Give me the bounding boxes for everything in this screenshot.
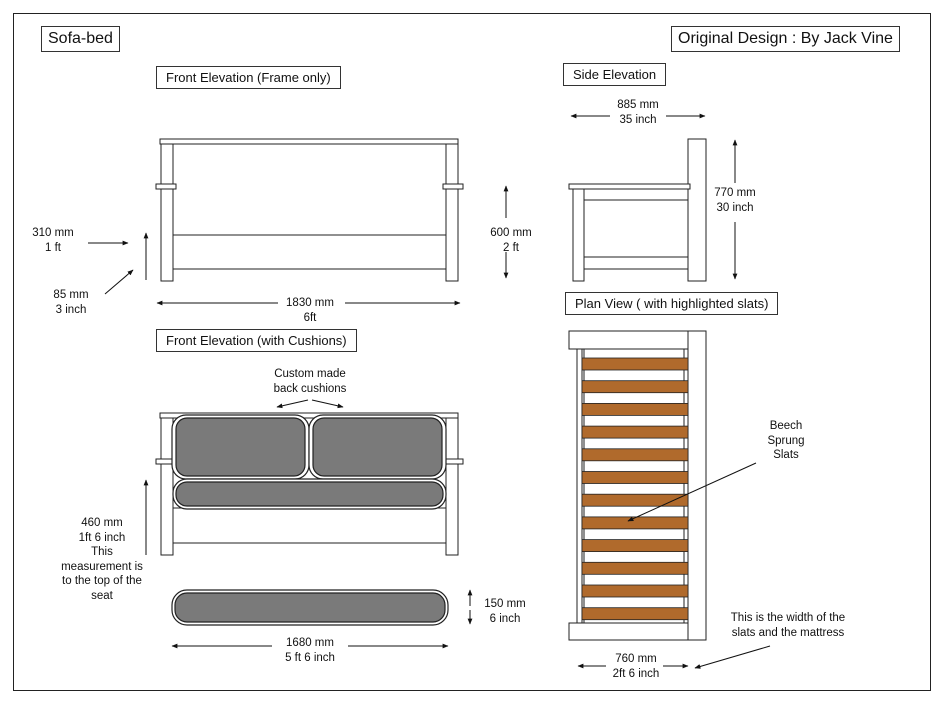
plan-right-post bbox=[687, 330, 707, 641]
view-label-side: Side Elevation bbox=[563, 63, 667, 86]
cushion-frame-seat-rail bbox=[172, 507, 447, 544]
side-dimensions bbox=[570, 113, 738, 280]
side-drawing bbox=[568, 138, 707, 282]
slat bbox=[581, 561, 689, 575]
slat bbox=[581, 471, 689, 484]
side-lower-rail bbox=[583, 256, 689, 270]
plan-left-post bbox=[576, 348, 583, 624]
view-label-front-cushions: Front Elevation (with Cushions) bbox=[156, 329, 357, 352]
credit-box: Original Design : By Jack Vine bbox=[671, 26, 900, 52]
slat bbox=[581, 584, 689, 598]
side-seat-rail bbox=[583, 188, 689, 201]
slat bbox=[581, 516, 689, 530]
front-frame-seat-rail bbox=[172, 234, 447, 270]
side-back-post bbox=[687, 138, 707, 282]
seat-cushion-fill bbox=[175, 481, 444, 507]
foot-arrow bbox=[104, 269, 134, 295]
front-frame-right-arm bbox=[442, 183, 464, 190]
mattress-drawing bbox=[171, 589, 449, 626]
front-frame-drawing bbox=[155, 138, 464, 282]
cushion-frame-left-post bbox=[160, 417, 174, 556]
slat bbox=[581, 539, 689, 552]
side-arm bbox=[568, 183, 691, 190]
drawing-sheet bbox=[13, 13, 931, 691]
cushion-arrow-left bbox=[276, 399, 309, 409]
back-cushion-right-fill bbox=[312, 417, 443, 477]
view-label-front-frame: Front Elevation (Frame only) bbox=[156, 66, 341, 89]
cushion-frame-right-post bbox=[445, 417, 459, 556]
credit: Original Design : By Jack Vine bbox=[678, 30, 893, 47]
title: Sofa-bed bbox=[48, 30, 113, 47]
plan-bottom-rail bbox=[568, 622, 691, 641]
side-front-post bbox=[572, 186, 585, 282]
front-frame-top-rail bbox=[159, 138, 459, 145]
front-frame-right-post bbox=[445, 143, 459, 282]
mattress-dimensions bbox=[171, 589, 473, 649]
front-frame-dimensions bbox=[88, 185, 509, 306]
slat bbox=[581, 493, 689, 507]
slat bbox=[581, 448, 689, 462]
front-frame-left-post bbox=[160, 143, 174, 282]
cushion-arrow-right bbox=[311, 399, 344, 409]
slat bbox=[581, 380, 689, 394]
slats-pointer bbox=[627, 462, 757, 522]
cushion-frame-top-rail bbox=[159, 412, 459, 419]
back-cushion-left-fill bbox=[175, 417, 306, 477]
slat bbox=[581, 425, 689, 439]
front-cushion-dimensions bbox=[143, 399, 344, 555]
slat bbox=[581, 402, 689, 416]
slat bbox=[581, 607, 689, 621]
front-cushion-drawing bbox=[155, 412, 464, 556]
title-box: Sofa-bed bbox=[41, 26, 120, 52]
width-note-pointer bbox=[694, 645, 771, 669]
view-label-plan: Plan View ( with highlighted slats) bbox=[565, 292, 779, 315]
slat bbox=[581, 357, 689, 371]
front-frame-left-arm bbox=[155, 183, 177, 190]
mattress-fill bbox=[174, 592, 446, 623]
slats bbox=[581, 357, 689, 621]
plan-top-rail bbox=[568, 330, 691, 350]
cushions bbox=[171, 414, 447, 510]
plan-dimensions bbox=[577, 462, 771, 669]
